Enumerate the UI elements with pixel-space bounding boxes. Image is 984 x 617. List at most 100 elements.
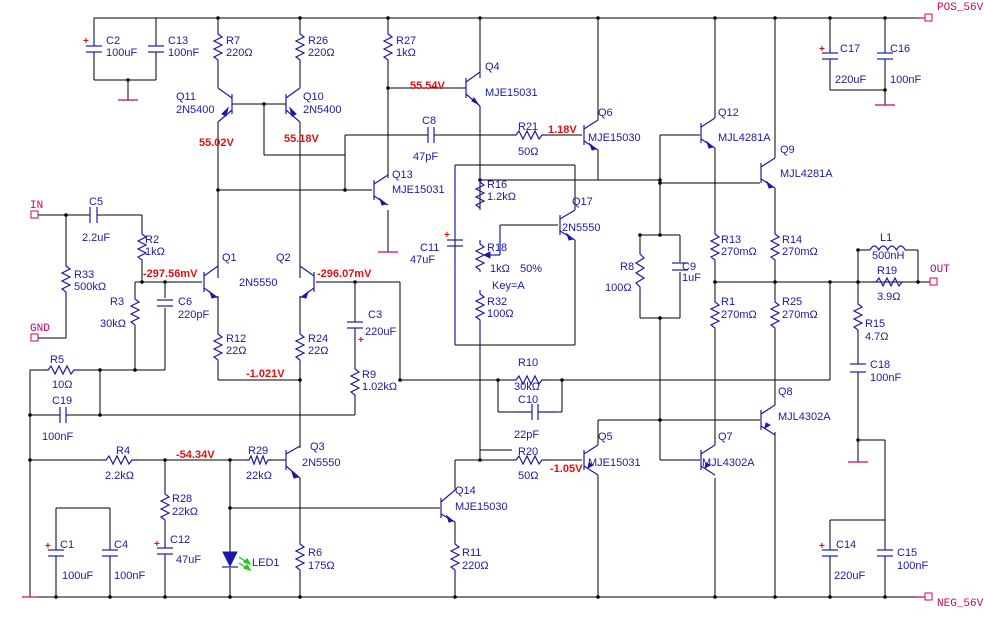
resistor-r13[interactable] bbox=[709, 230, 721, 262]
probe-q6-base: 1.18V bbox=[548, 124, 577, 136]
capacitor-c10[interactable] bbox=[515, 404, 555, 420]
caps-c11-ref-label: C11 bbox=[420, 242, 439, 254]
resistor-r5[interactable] bbox=[44, 364, 80, 376]
resistor-r21[interactable] bbox=[512, 129, 548, 141]
caps-c3-val-label: 220uF bbox=[365, 326, 396, 338]
resistor-r14[interactable] bbox=[769, 230, 781, 262]
res-r26-val-label: 220Ω bbox=[308, 47, 335, 59]
resistor-r2[interactable] bbox=[136, 230, 148, 262]
caps-c10-val-label: 22pF bbox=[514, 429, 539, 441]
resistor-r1[interactable] bbox=[709, 298, 721, 330]
trans-q17-ref-label: Q17 bbox=[572, 196, 593, 208]
net-connectors bbox=[30, 13, 938, 601]
res-r2-val-label: 1kΩ bbox=[145, 246, 165, 258]
in-pin[interactable] bbox=[30, 210, 39, 219]
resistor-r6[interactable] bbox=[294, 540, 306, 578]
transistor-q8[interactable] bbox=[760, 404, 776, 436]
neg-rail-pin[interactable] bbox=[924, 592, 933, 601]
caps-c15-ref-label: C15 bbox=[897, 547, 917, 559]
caps-c19-ref-label: C19 bbox=[52, 395, 72, 407]
resistor-r18[interactable] bbox=[474, 240, 486, 272]
resistor-r3[interactable] bbox=[129, 295, 141, 326]
capacitor-c17[interactable] bbox=[822, 48, 838, 65]
transistor-q5[interactable] bbox=[583, 444, 599, 476]
trans-q11-ref-label: Q11 bbox=[176, 91, 196, 103]
capacitor-c15[interactable] bbox=[877, 545, 893, 562]
r18-wiper bbox=[482, 225, 501, 259]
capacitor-c14[interactable] bbox=[822, 545, 838, 562]
transistor-q7[interactable] bbox=[700, 444, 716, 476]
capacitor-c19[interactable] bbox=[58, 407, 68, 423]
res-r2-ref-label: R2 bbox=[145, 234, 159, 246]
trans-q14-part-label: MJE15030 bbox=[455, 501, 508, 513]
led1-diode-icon[interactable] bbox=[222, 551, 252, 572]
res-r8-val-label: 100Ω bbox=[605, 282, 632, 294]
out-pin[interactable] bbox=[929, 277, 938, 286]
probe-q11-collector: 55.02V bbox=[199, 137, 235, 149]
capacitor-c6[interactable] bbox=[157, 299, 173, 307]
capacitor-c4[interactable] bbox=[102, 545, 118, 562]
resistor-r27[interactable] bbox=[382, 30, 394, 62]
res-r13-ref-label: R13 bbox=[721, 234, 741, 246]
resistor-r26[interactable] bbox=[294, 30, 306, 62]
res-r24-val-label: 22Ω bbox=[308, 345, 328, 357]
capacitor-c9[interactable] bbox=[672, 262, 688, 271]
resistor-r24[interactable] bbox=[294, 330, 306, 365]
caps-c18-ref-label: C18 bbox=[870, 359, 890, 371]
trans-q12-ref-label: Q12 bbox=[718, 107, 739, 119]
res-r14-val-label: 270mΩ bbox=[782, 246, 818, 258]
resistor-r25[interactable] bbox=[769, 298, 781, 330]
resistor-r11[interactable] bbox=[449, 540, 461, 578]
resistor-r33[interactable] bbox=[60, 262, 72, 300]
probe-tail: -1.021V bbox=[246, 368, 285, 380]
capacitor-c12[interactable] bbox=[157, 540, 173, 562]
transistor-q3[interactable] bbox=[285, 445, 301, 479]
transistor-q10[interactable] bbox=[285, 87, 301, 123]
capacitor-c13[interactable] bbox=[148, 40, 164, 58]
res-r16-ref-label: R16 bbox=[487, 179, 507, 191]
res-r1-ref-label: R1 bbox=[721, 296, 735, 308]
caps-c14-ref-label: C14 bbox=[836, 539, 856, 551]
resistor-r8[interactable] bbox=[634, 250, 646, 295]
capacitor-c3[interactable] bbox=[347, 318, 363, 338]
resistor-r29[interactable] bbox=[246, 454, 272, 466]
caps-c5-ref-label: C5 bbox=[89, 196, 103, 208]
capacitor-c5[interactable] bbox=[88, 207, 100, 223]
resistor-r10[interactable] bbox=[512, 374, 548, 386]
capacitor-c8[interactable] bbox=[426, 127, 436, 143]
res-r15-val-label: 4.7Ω bbox=[865, 331, 889, 343]
res-r18-pct-label: 50% bbox=[520, 263, 542, 275]
capacitor-c11[interactable] bbox=[447, 165, 463, 345]
probe-q4-base: 55.54V bbox=[410, 80, 446, 92]
resistor-r9[interactable] bbox=[349, 365, 361, 400]
resistor-r32[interactable] bbox=[474, 290, 486, 345]
res-r16-val-label: 1.2kΩ bbox=[487, 191, 516, 203]
probe-q2-base: -296.07mV bbox=[317, 268, 372, 280]
transistor-q4[interactable] bbox=[460, 71, 481, 112]
capacitor-c18[interactable] bbox=[850, 360, 866, 378]
trans-q3-part-label: 2N5550 bbox=[302, 457, 341, 469]
gnd-pin[interactable] bbox=[30, 333, 39, 342]
pos-rail-pin[interactable] bbox=[924, 13, 933, 22]
resistor-r4[interactable] bbox=[102, 454, 138, 466]
res-r1-val-label: 270mΩ bbox=[721, 309, 757, 321]
caps-c18-val-label: 100nF bbox=[870, 372, 901, 384]
resistor-r16[interactable] bbox=[474, 178, 486, 210]
probe-q1-base: -297.56mV bbox=[143, 268, 198, 280]
resistor-r28[interactable] bbox=[159, 490, 171, 522]
transistor-q11[interactable] bbox=[217, 87, 233, 123]
capacitor-c16[interactable] bbox=[877, 48, 893, 65]
caps-c8-ref-label: C8 bbox=[422, 115, 436, 127]
trans-q1-part-label: 2N5550 bbox=[239, 277, 278, 289]
resistor-r7[interactable] bbox=[212, 30, 224, 62]
capacitor-c2[interactable] bbox=[86, 40, 102, 58]
resistor-r20[interactable] bbox=[512, 454, 548, 466]
inductor-l1[interactable] bbox=[869, 245, 906, 252]
resistor-r19[interactable] bbox=[872, 276, 904, 288]
resistor-r15[interactable] bbox=[852, 300, 864, 336]
capacitor-c1[interactable] bbox=[48, 545, 64, 562]
resistor-r12[interactable] bbox=[212, 330, 224, 365]
caps-c9-ref-label: C9 bbox=[682, 261, 696, 273]
caps-c1-val-label: 100uF bbox=[62, 570, 93, 582]
caps-c16-ref-label: C16 bbox=[890, 43, 910, 55]
